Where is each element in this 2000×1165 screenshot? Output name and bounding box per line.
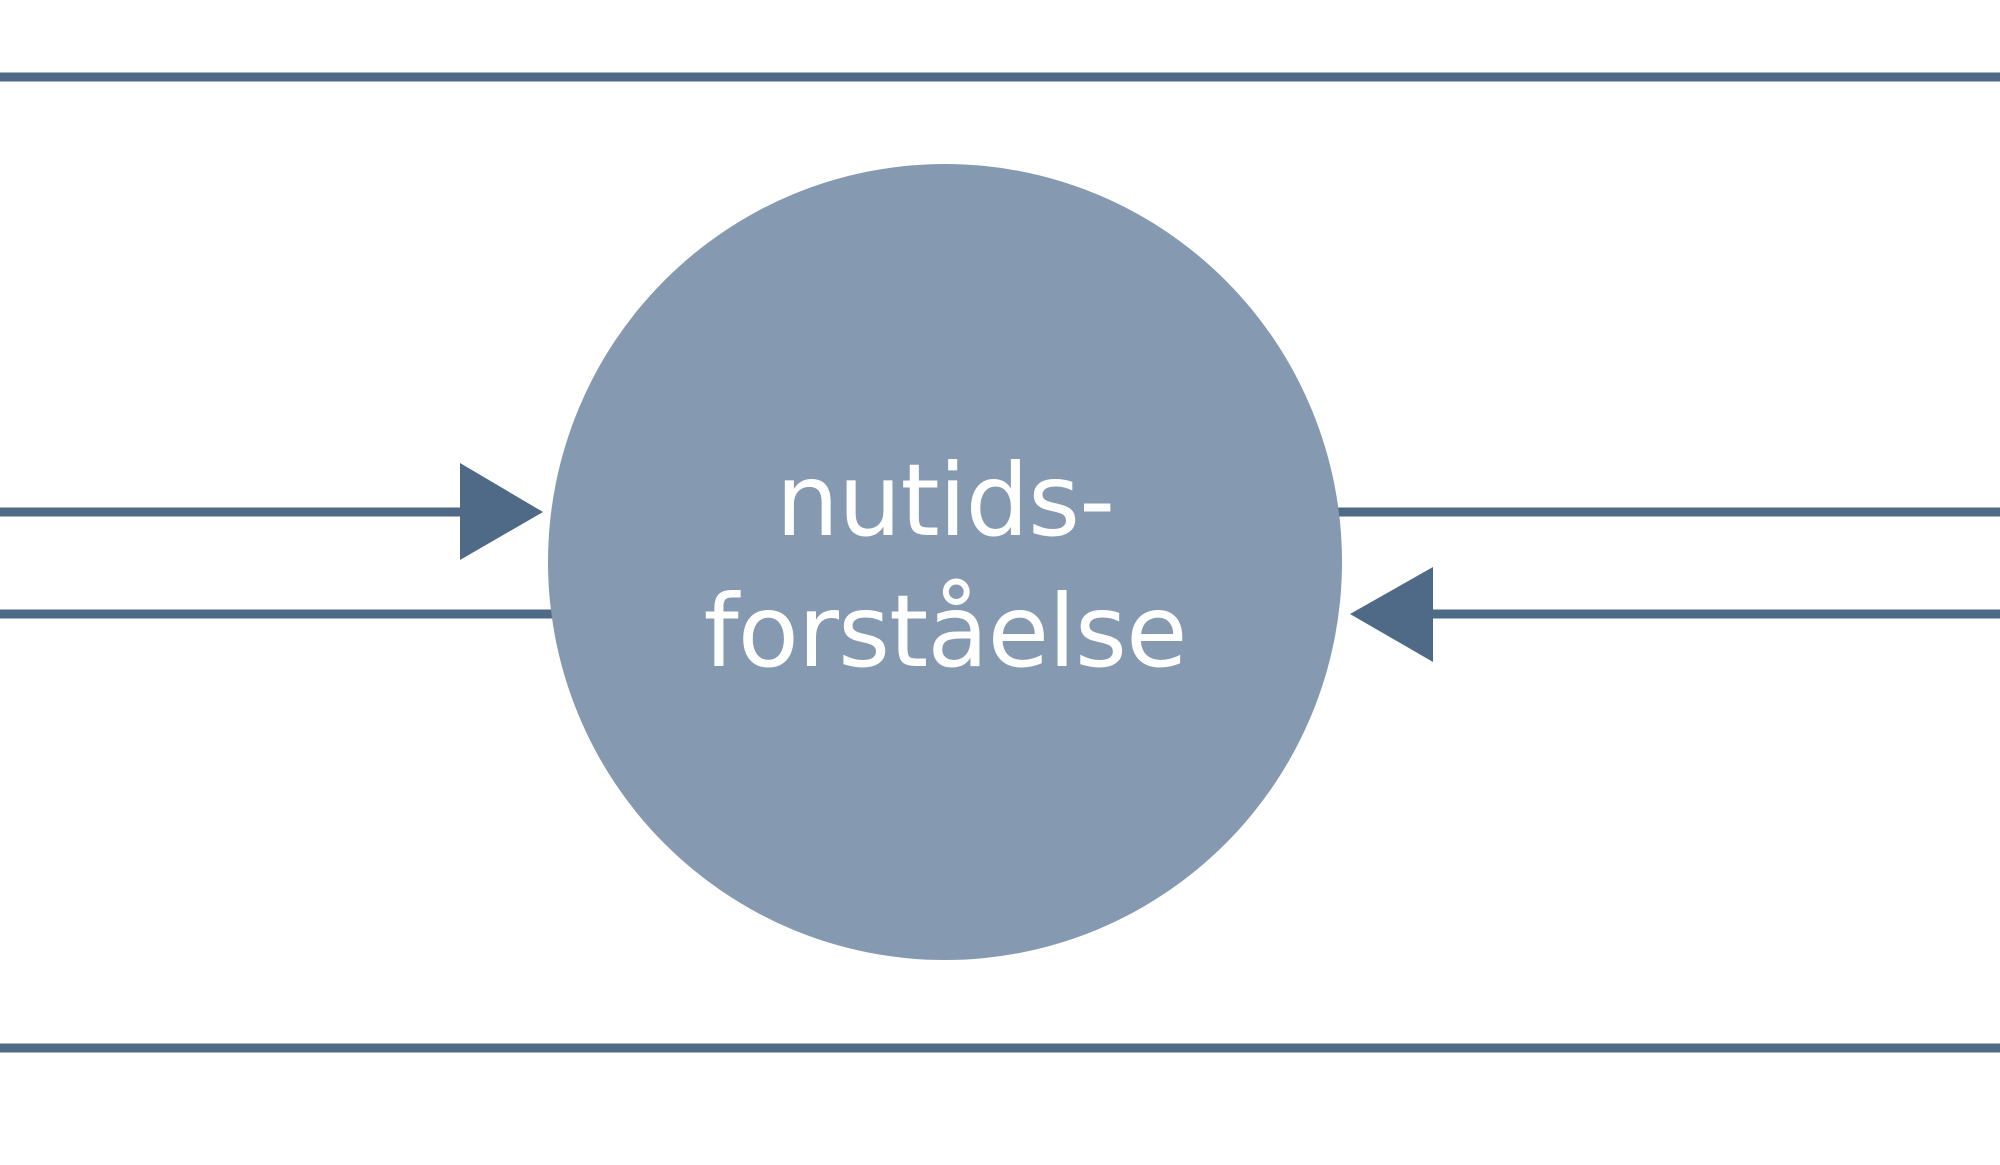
left-arrowhead-icon (460, 463, 543, 560)
node-label-line2: forståelse (703, 573, 1186, 690)
right-arrowhead-icon (1350, 567, 1433, 662)
central-node-circle (548, 164, 1342, 960)
node-label-line1: nutids- (776, 442, 1114, 559)
